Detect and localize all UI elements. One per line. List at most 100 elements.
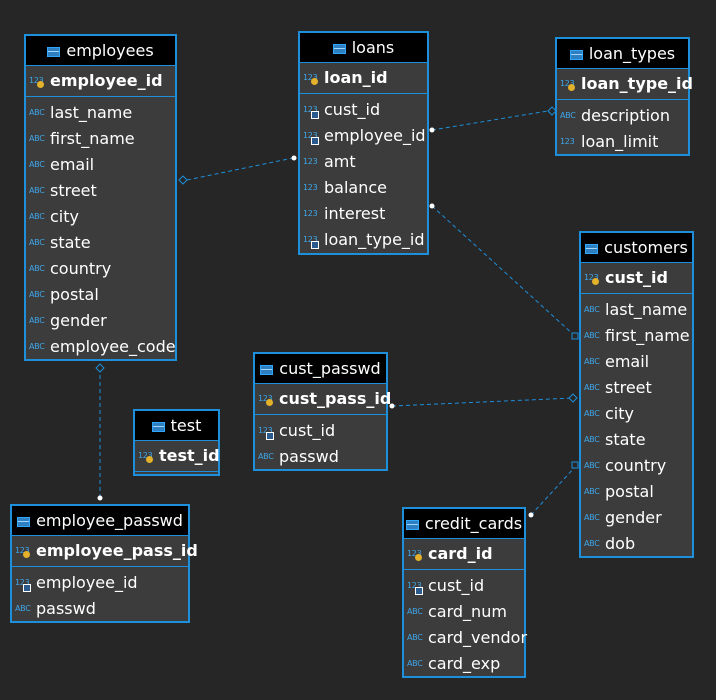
entity-header[interactable]: credit_cards — [404, 509, 524, 539]
dot-employee-passwd — [97, 495, 103, 501]
entity-header[interactable]: test — [135, 411, 218, 441]
string-type-icon: ABC — [29, 238, 45, 247]
entity-header[interactable]: cust_passwd — [255, 354, 386, 384]
entity-header[interactable]: employee_passwd — [12, 506, 188, 536]
number-type-icon: 123 — [407, 581, 422, 590]
dot-credit-cards — [528, 512, 534, 518]
square-customers-cards-end — [571, 461, 579, 469]
string-type-icon: ABC — [584, 487, 600, 496]
string-type-icon: ABC — [407, 659, 423, 668]
entity-header[interactable]: loan_types — [557, 39, 688, 69]
number-type-icon: 123 — [138, 451, 153, 460]
link-loans-employees — [186, 157, 294, 181]
foreign-key-icon — [311, 241, 319, 249]
diamond-customers-end — [568, 393, 578, 403]
entity-header[interactable]: employees — [26, 36, 175, 66]
number-type-icon: 123 — [407, 549, 422, 558]
number-type-icon: 123 — [303, 235, 318, 244]
string-type-icon: ABC — [29, 316, 45, 325]
string-type-icon: ABC — [584, 331, 600, 340]
number-type-icon: 123 — [303, 73, 318, 82]
string-type-icon: ABC — [584, 539, 600, 548]
number-type-icon: 123 — [15, 546, 30, 555]
string-type-icon: ABC — [29, 134, 45, 143]
key-icon — [311, 78, 318, 85]
number-type-icon: 123 — [303, 157, 318, 166]
foreign-key-icon — [415, 587, 423, 595]
string-type-icon: ABC — [560, 111, 576, 120]
entity-header[interactable]: loans — [300, 33, 427, 63]
key-icon — [37, 81, 44, 88]
number-type-icon: 123 — [560, 137, 575, 146]
foreign-key-icon — [23, 584, 31, 592]
key-icon — [266, 399, 273, 406]
string-type-icon: ABC — [407, 607, 423, 616]
table-icon — [585, 244, 599, 254]
entity-header[interactable]: customers — [581, 233, 692, 263]
number-type-icon: 123 — [303, 131, 318, 140]
string-type-icon: ABC — [584, 357, 600, 366]
key-icon — [415, 554, 422, 561]
foreign-key-icon — [311, 137, 319, 145]
number-type-icon: 123 — [15, 578, 30, 587]
key-icon — [592, 278, 599, 285]
string-type-icon: ABC — [584, 435, 600, 444]
string-type-icon: ABC — [29, 212, 45, 221]
number-type-icon: 123 — [560, 79, 575, 88]
table-icon — [47, 47, 61, 57]
